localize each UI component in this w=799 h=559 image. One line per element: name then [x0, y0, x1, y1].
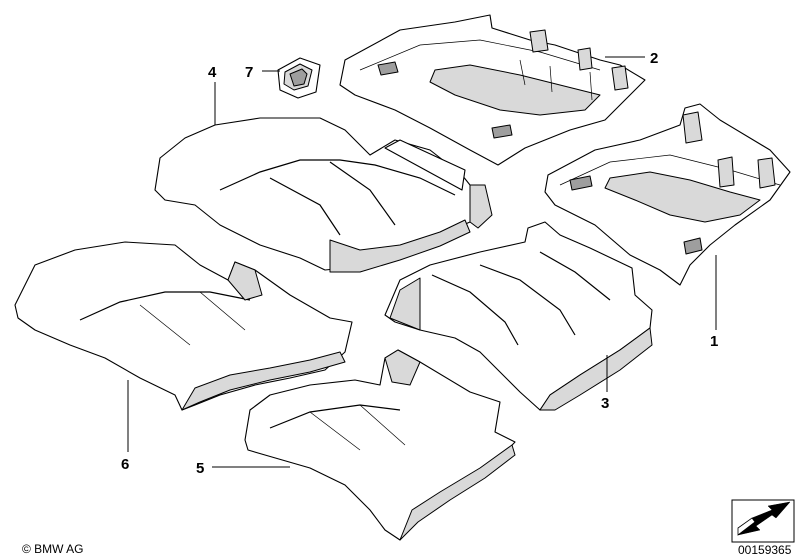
callout-5: 5	[196, 460, 204, 477]
part-1-seat-frame-lower[interactable]	[544, 103, 791, 286]
part-2-seat-frame-upper[interactable]	[339, 14, 646, 166]
part-5-lower-cushion[interactable]	[244, 349, 516, 541]
callout-7: 7	[245, 64, 253, 81]
callout-2: 2	[650, 50, 658, 67]
callout-3: 3	[601, 395, 609, 412]
part-4-backrest-cushion[interactable]	[154, 117, 493, 273]
part-6-large-cushion[interactable]	[14, 241, 353, 411]
callout-4: 4	[208, 64, 217, 81]
callout-1: 1	[710, 333, 718, 350]
part-7-clip[interactable]	[277, 57, 321, 99]
part-3-seat-cushion[interactable]	[384, 221, 653, 411]
copyright-text: © BMW AG	[22, 542, 84, 556]
callout-6: 6	[121, 456, 129, 473]
front-direction-arrow-icon	[731, 499, 795, 543]
image-number-text: 00159365	[738, 543, 792, 557]
